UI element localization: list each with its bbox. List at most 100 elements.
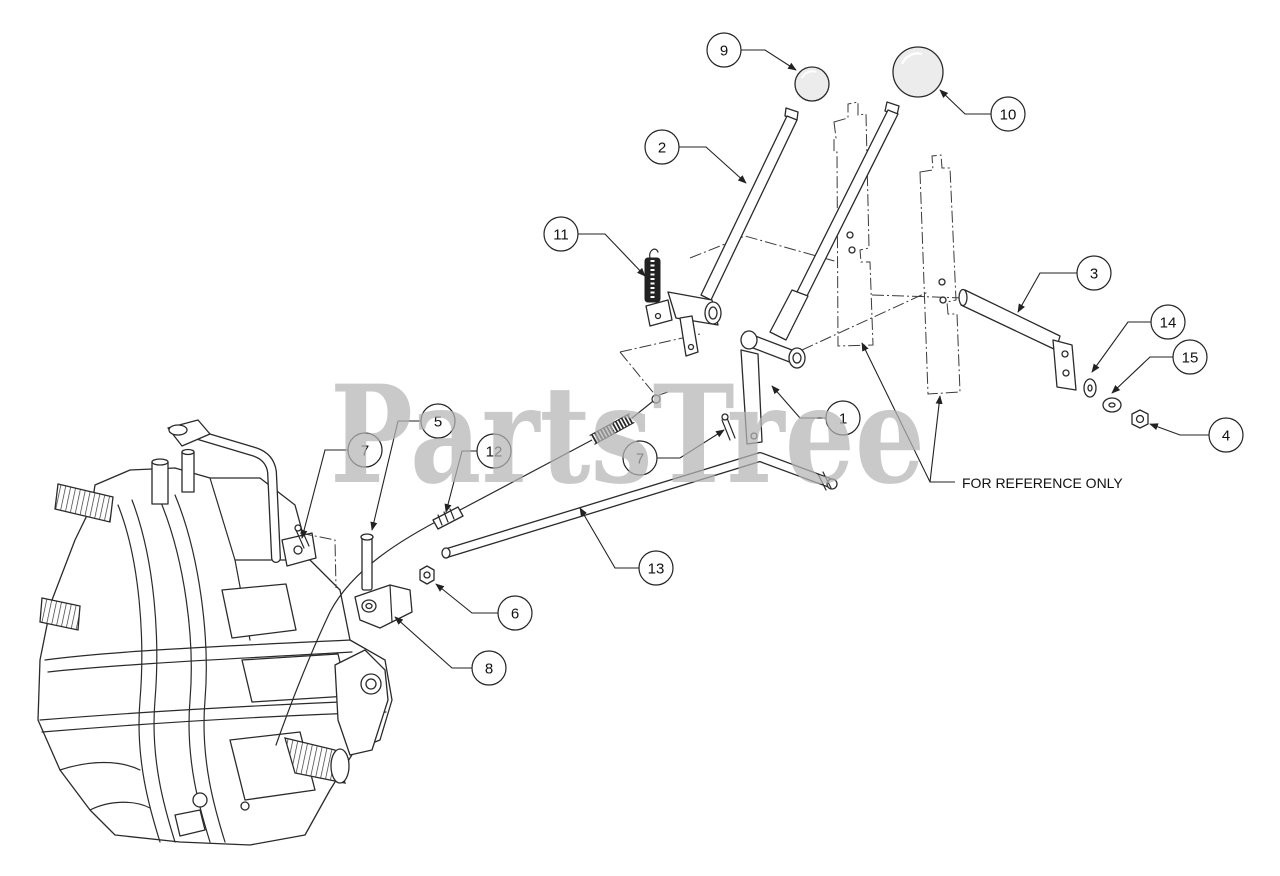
shift-lever-right-shape — [769, 289, 809, 341]
shift-lever-left-shape — [654, 312, 662, 320]
shift-lever-left-shape — [700, 115, 798, 301]
callout-leader-line — [578, 233, 646, 277]
callout-circle — [825, 400, 861, 436]
callout-circle — [644, 129, 680, 165]
callout-circle — [638, 550, 674, 586]
callout: 6 — [435, 583, 533, 631]
knob-right-shape — [900, 52, 923, 65]
flat-washer — [1083, 378, 1097, 398]
transmission-control-lever — [334, 649, 389, 756]
transmission-shape — [221, 583, 297, 639]
callout-number: 1 — [839, 411, 847, 428]
callout-leader-line — [435, 583, 498, 614]
cotter-pin-right — [721, 413, 736, 441]
callout-circle — [471, 650, 507, 686]
lock-washer-shape — [1108, 402, 1116, 408]
callout-number: 7 — [361, 443, 369, 460]
clevis-shape — [389, 584, 393, 623]
right-splined-axle-shape — [330, 748, 350, 784]
shift-rod-shape — [817, 471, 832, 491]
callout-circle — [420, 403, 456, 439]
callout-number: 6 — [511, 606, 519, 623]
transmission-shift-arm-shape — [151, 461, 169, 505]
callout-circle — [543, 216, 579, 252]
callout-circle — [1150, 304, 1186, 340]
shift-lever-left-shape — [645, 299, 673, 327]
callout-leader-line — [1111, 356, 1173, 394]
callout-leader-line — [679, 146, 747, 184]
transmission-shape — [44, 639, 351, 661]
callout-circle — [706, 32, 742, 68]
clevis-pin-shape — [361, 535, 373, 591]
arm-bracket-shape — [299, 532, 337, 589]
lock-nut — [1131, 409, 1149, 429]
left-splined-axle-lower — [39, 597, 81, 631]
callout-number: 13 — [648, 561, 665, 578]
lever-arm — [740, 330, 806, 445]
right-splined-axle — [284, 737, 350, 784]
reference-plate-inner-shape — [846, 231, 854, 239]
transmission-shift-arm-shape — [184, 428, 280, 562]
flat-washer-shape — [1087, 384, 1093, 392]
shift-lever-left — [645, 107, 799, 357]
transmission-shape — [89, 801, 151, 811]
left-splined-axle-lower-shape — [39, 597, 81, 631]
callout-number: 3 — [1090, 266, 1098, 283]
callout-circle — [1076, 255, 1112, 291]
callout-leader-line — [370, 420, 421, 531]
shift-rod-shape — [443, 453, 834, 557]
left-splined-axle-upper-shape — [54, 483, 114, 523]
knob-right — [892, 46, 944, 98]
callout-number: 5 — [434, 414, 442, 431]
knob-left — [794, 66, 830, 102]
hex-nut — [419, 565, 435, 585]
pivot-shaft — [958, 288, 1077, 391]
cotter-pin-left-shape — [294, 524, 302, 532]
shift-lever-left-shape — [687, 343, 695, 351]
callout: 8 — [394, 616, 507, 686]
transmission-shape — [174, 809, 206, 837]
center-lines-shape — [689, 235, 839, 263]
callout-leader-line — [1091, 321, 1151, 373]
callout-leader-line — [657, 429, 725, 459]
callout-leader-line — [300, 449, 348, 539]
callout: 7 — [300, 432, 383, 539]
reference-note-group: FOR REFERENCE ONLY — [861, 342, 1123, 491]
callout: 7 — [622, 429, 725, 476]
lock-nut-shape — [1135, 414, 1145, 424]
shift-rod — [441, 452, 838, 559]
reference-plate-outer-shape — [939, 296, 947, 304]
pivot-shaft-shape — [960, 289, 1061, 351]
reference-plate-outer-shape — [938, 278, 946, 286]
reference-plate-inner-shape — [848, 246, 856, 254]
callout-number: 10 — [1000, 107, 1017, 124]
shift-lever-left-shape — [708, 306, 718, 320]
lever-arm-shape — [740, 349, 763, 445]
extension-spring-shape — [649, 248, 659, 259]
callout-leader-line — [1017, 272, 1077, 313]
callout-circle — [1208, 417, 1244, 453]
callout-circle — [476, 433, 512, 469]
callout: 15 — [1111, 339, 1208, 394]
pivot-shaft-shape — [958, 288, 968, 307]
transmission-shape — [131, 499, 176, 843]
callout-leader-line — [741, 49, 797, 71]
center-lines-shape — [871, 294, 966, 299]
cotter-pin-right-shape — [721, 413, 729, 421]
shift-lever-right-shape — [795, 109, 899, 299]
lever-arm-shape — [740, 330, 758, 350]
transmission-shift-arm-shape — [181, 448, 195, 456]
lock-washer — [1102, 397, 1122, 413]
clevis-pin-shape — [360, 533, 374, 541]
callout-number: 11 — [553, 227, 569, 244]
shift-lever-left-shape — [679, 315, 699, 357]
transmission-shape — [192, 792, 208, 808]
transmission — [37, 467, 393, 846]
reference-note: FOR REFERENCE ONLY — [962, 475, 1123, 491]
reference-plate-inner-shape — [833, 101, 874, 347]
reference-plate-outer — [919, 154, 961, 395]
callout: 13 — [579, 507, 674, 586]
callout-number: 15 — [1182, 350, 1199, 367]
cable-assembly-shape — [651, 394, 661, 404]
